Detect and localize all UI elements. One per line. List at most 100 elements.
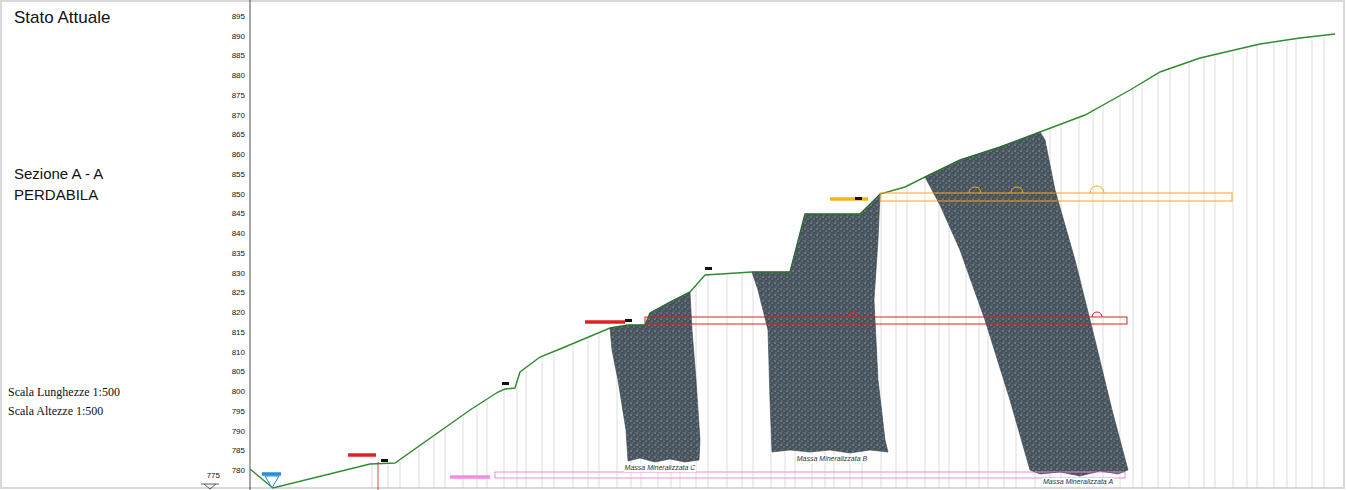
section-line <box>925 178 926 488</box>
section-line <box>1215 56 1216 489</box>
ore-body-label: Massa Mineralizzata C <box>624 464 697 472</box>
ore-body: Massa Mineralizzata C <box>608 290 702 472</box>
gallery-785 <box>495 472 1125 478</box>
section-note: Sezione A - A PERDABILA <box>14 163 144 205</box>
level-bar <box>585 320 625 324</box>
survey-mark <box>855 197 862 200</box>
elevation-value: 870 <box>205 111 245 121</box>
section-line <box>1142 84 1143 488</box>
gallery-arch <box>1090 186 1104 193</box>
section-line <box>1170 70 1171 489</box>
section-line <box>388 464 389 488</box>
section-line <box>504 390 505 488</box>
elevation-value: 895 <box>205 12 245 22</box>
level-bars <box>262 199 868 477</box>
elevation-value: 890 <box>205 32 245 42</box>
section-line <box>1247 48 1248 488</box>
section-note: Scala Altezze 1:500 <box>8 404 103 418</box>
section-line <box>419 447 420 488</box>
section-line <box>896 191 897 488</box>
terrain-profile <box>250 34 1335 488</box>
section-line <box>907 187 908 488</box>
section-line <box>1296 40 1297 488</box>
ore-body: Massa Mineralizzata A <box>923 130 1130 486</box>
ore-body-outline <box>608 290 702 472</box>
ore-body-outline <box>750 192 890 463</box>
section-line <box>1189 63 1190 488</box>
section-line <box>1287 41 1288 488</box>
gallery-arch <box>848 312 858 317</box>
section-line <box>573 345 574 488</box>
section-lines <box>372 36 1324 488</box>
level-bar <box>450 475 490 479</box>
section-line <box>727 275 728 488</box>
section-line <box>487 400 488 488</box>
gallery-818 <box>645 312 1127 324</box>
elevation-value: 830 <box>205 269 245 279</box>
elevation-value: 880 <box>205 71 245 81</box>
elevation-value: 785 <box>205 446 245 456</box>
elevation-value: 775 <box>200 471 220 481</box>
elevation-value: 850 <box>205 190 245 200</box>
drawing-title: Stato Attuale <box>14 8 110 28</box>
section-line <box>372 465 373 488</box>
section-line <box>1274 43 1275 488</box>
water-symbol <box>265 476 279 488</box>
elevation-value: 790 <box>205 427 245 437</box>
section-note: Scala Lunghezze 1:500 <box>8 385 120 399</box>
level-bar <box>262 472 281 476</box>
elevation-value: 865 <box>205 130 245 140</box>
elevation-value: 805 <box>205 367 245 377</box>
gallery-arch <box>969 187 981 193</box>
elevation-value: 840 <box>205 229 245 239</box>
ore-body-outline <box>923 130 1130 486</box>
section-line <box>1158 74 1159 488</box>
section-line <box>1133 89 1134 488</box>
level-bar <box>830 197 868 201</box>
elevation-value: 875 <box>205 91 245 101</box>
ore-body-label: Massa Mineralizzata B <box>796 455 868 463</box>
elevation-value: 810 <box>205 348 245 358</box>
elevation-value: 800 <box>205 387 245 397</box>
survey-mark <box>625 319 632 322</box>
section-line <box>400 460 401 488</box>
survey-mark <box>381 459 388 462</box>
section-line <box>708 276 709 488</box>
gallery-outline <box>495 472 1125 478</box>
ore-body-fill <box>925 132 1128 476</box>
elevation-value: 835 <box>205 249 245 259</box>
gallery-arch <box>1092 312 1102 317</box>
section-line <box>1204 58 1205 488</box>
section-line <box>434 436 435 488</box>
level-bar <box>348 453 376 457</box>
section-line <box>1257 46 1258 488</box>
section-line <box>445 429 446 488</box>
elevation-value: 815 <box>205 328 245 338</box>
survey-mark <box>502 382 509 385</box>
section-line <box>588 338 589 488</box>
section-line <box>1233 51 1234 488</box>
ore-body-border <box>752 194 888 453</box>
section-line <box>1312 38 1313 488</box>
elevation-value: 820 <box>205 308 245 318</box>
gallery-outline <box>645 317 1127 324</box>
section-line <box>1324 36 1325 488</box>
section-line <box>742 274 743 488</box>
ore-body: Massa Mineralizzata B <box>750 192 890 463</box>
ore-body-label: Massa Mineralizzata A <box>1042 478 1114 486</box>
drill-line <box>378 462 379 490</box>
elevation-value: 885 <box>205 51 245 61</box>
elevation-value: 860 <box>205 150 245 160</box>
elevation-value: 855 <box>205 170 245 180</box>
section-line <box>554 352 555 488</box>
section-line <box>599 334 600 488</box>
section-line <box>542 357 543 488</box>
survey-marks <box>381 197 862 462</box>
elevation-value: 795 <box>205 407 245 417</box>
section-line <box>939 171 940 488</box>
survey-mark <box>705 267 712 270</box>
gallery-arch <box>1011 187 1023 193</box>
